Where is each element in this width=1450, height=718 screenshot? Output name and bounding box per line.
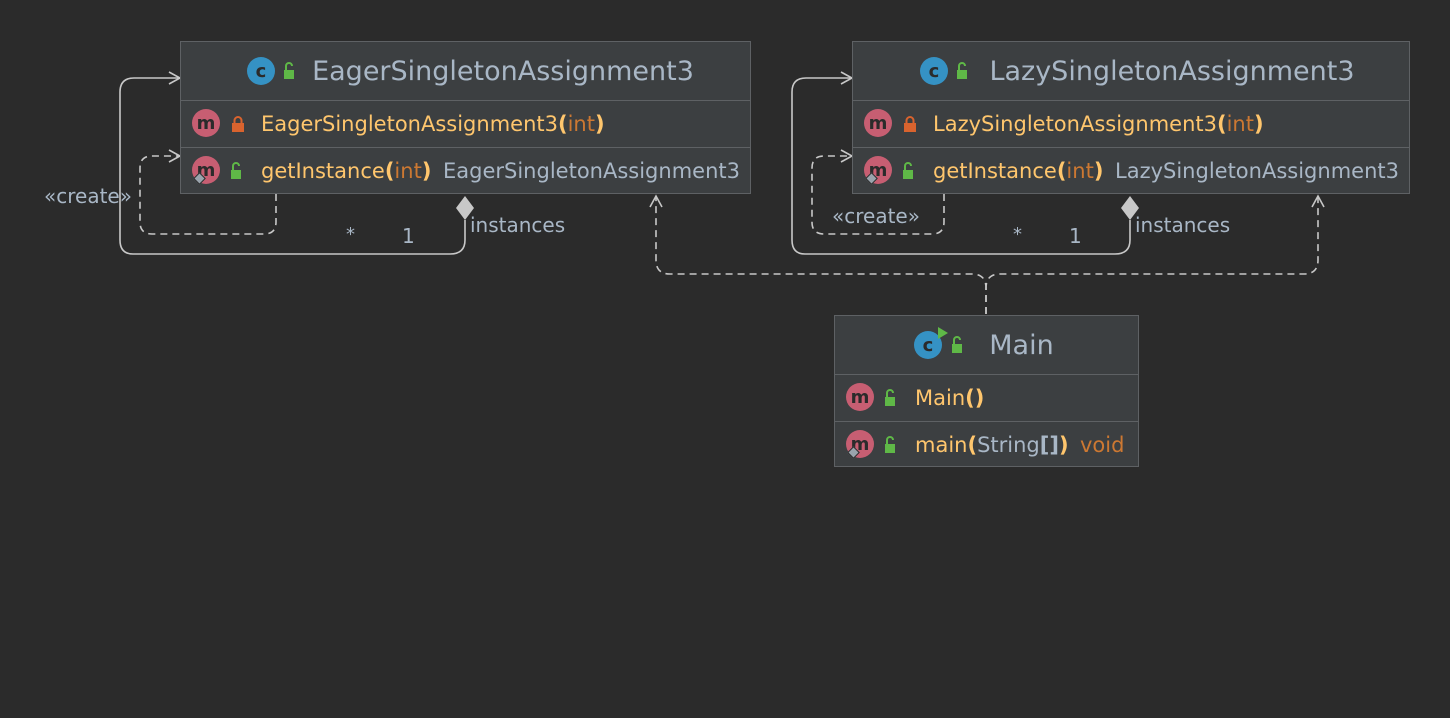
lazy-role-label: instances	[1135, 213, 1231, 237]
class-header: c Main	[835, 316, 1138, 375]
class-box-main[interactable]: c Main m Main() m main(String[]) void	[834, 315, 1139, 467]
member-name: Main	[915, 386, 966, 410]
open-paren: (	[384, 158, 395, 183]
open-paren: (	[967, 432, 978, 457]
member-row-constructor[interactable]: m Main()	[835, 375, 1138, 421]
return-type: EagerSingletonAssignment3	[443, 158, 740, 183]
class-box-eager[interactable]: c EagerSingletonAssignment3 m EagerSingl…	[180, 41, 751, 194]
class-icon: c	[247, 57, 275, 85]
private-visibility-icon	[229, 115, 247, 133]
static-marker-icon	[865, 172, 878, 185]
open-paren: (	[557, 112, 568, 136]
method-icon: m	[846, 430, 874, 459]
runnable-class-icon: c	[914, 327, 948, 359]
class-header: c LazySingletonAssignment3	[853, 42, 1409, 101]
public-visibility-icon	[883, 389, 901, 407]
public-visibility-icon	[229, 162, 247, 180]
class-name: Main	[989, 329, 1054, 361]
close-paren: )	[1093, 158, 1104, 183]
member-name: getInstance	[261, 158, 385, 183]
param-type: int	[1226, 112, 1254, 136]
member-row-constructor[interactable]: m EagerSingletonAssignment3(int)	[181, 101, 750, 147]
eager-role-label: instances	[470, 213, 566, 237]
public-visibility-icon	[883, 436, 901, 454]
public-visibility-icon	[282, 62, 300, 80]
return-type: void	[1080, 432, 1125, 457]
param-type: int	[394, 158, 422, 183]
param-type: String	[977, 432, 1040, 457]
static-marker-icon	[847, 446, 860, 459]
array-brackets: []	[1039, 432, 1059, 457]
lazy-instances-composition-edge	[791, 71, 1131, 255]
method-icon: m	[192, 156, 220, 185]
method-icon: m	[846, 383, 874, 411]
member-row-main[interactable]: m main(String[]) void	[835, 421, 1138, 467]
private-visibility-icon	[901, 115, 919, 133]
lazy-many-multiplicity: *	[1013, 224, 1022, 245]
member-name: main	[915, 432, 968, 457]
eager-instances-composition-edge	[119, 71, 466, 255]
class-name: EagerSingletonAssignment3	[312, 55, 694, 87]
method-icon: m	[192, 109, 220, 137]
member-row-constructor[interactable]: m LazySingletonAssignment3(int)	[853, 101, 1409, 147]
close-paren: )	[421, 158, 432, 183]
lazy-create-dependency-edge	[811, 149, 945, 235]
open-paren: (	[965, 386, 975, 410]
member-name: LazySingletonAssignment3	[933, 112, 1217, 136]
return-type: LazySingletonAssignment3	[1115, 158, 1399, 183]
method-icon: m	[864, 156, 892, 185]
class-icon: c	[920, 57, 948, 85]
member-row-getinstance[interactable]: m getInstance(int) LazySingletonAssignme…	[853, 147, 1409, 193]
static-marker-icon	[193, 172, 206, 185]
class-name: LazySingletonAssignment3	[989, 55, 1355, 87]
member-name: getInstance	[933, 158, 1057, 183]
run-marker-icon	[938, 327, 948, 339]
close-paren: )	[1058, 432, 1069, 457]
param-type: int	[1066, 158, 1094, 183]
close-paren: )	[1253, 112, 1264, 136]
main-to-eager-dependency-edge	[649, 194, 987, 314]
close-paren: )	[974, 386, 985, 410]
member-name: EagerSingletonAssignment3	[261, 112, 558, 136]
member-row-getinstance[interactable]: m getInstance(int) EagerSingletonAssignm…	[181, 147, 750, 193]
close-paren: )	[594, 112, 605, 136]
open-paren: (	[1056, 158, 1067, 183]
eager-composition-diamond	[456, 196, 474, 220]
class-header: c EagerSingletonAssignment3	[181, 42, 750, 101]
param-type: int	[567, 112, 595, 136]
eager-create-dependency-edge	[139, 149, 277, 235]
public-visibility-icon	[955, 62, 973, 80]
lazy-one-multiplicity: 1	[1069, 224, 1082, 248]
eager-many-multiplicity: *	[346, 224, 355, 245]
public-visibility-icon	[901, 162, 919, 180]
eager-create-label: «create»	[44, 184, 132, 208]
eager-one-multiplicity: 1	[402, 224, 415, 248]
open-paren: (	[1216, 112, 1227, 136]
method-icon: m	[864, 109, 892, 137]
public-visibility-icon	[950, 336, 968, 354]
lazy-create-label: «create»	[832, 204, 920, 228]
lazy-composition-diamond	[1121, 196, 1139, 220]
class-box-lazy[interactable]: c LazySingletonAssignment3 m LazySinglet…	[852, 41, 1410, 194]
